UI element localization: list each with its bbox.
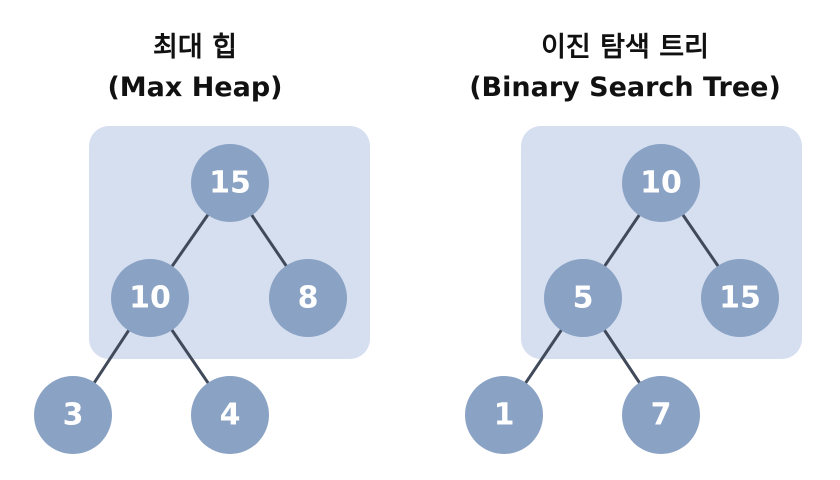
heap-node-circle: [191, 144, 269, 222]
heap-node-label: 3: [63, 398, 84, 433]
bst-node-label: 10: [640, 166, 682, 201]
bst-node-10: 10: [622, 144, 700, 222]
heap-node-10: 10: [111, 259, 189, 337]
heap-node-circle: [111, 259, 189, 337]
bst-node-15: 15: [701, 259, 779, 337]
heap-node-label: 4: [220, 398, 241, 433]
heap-node-label: 10: [129, 281, 171, 316]
heap-node-label: 8: [298, 281, 319, 316]
bst-node-circle: [622, 376, 700, 454]
bst-node-label: 7: [651, 398, 672, 433]
bst-node-label: 5: [573, 281, 594, 316]
heap-node-3: 3: [34, 376, 112, 454]
max-heap-tree: 15 10 8 3 4: [34, 126, 370, 454]
bst-node-circle: [622, 144, 700, 222]
bst-node-label: 1: [494, 398, 515, 433]
heap-nodes: 15 10 8 3 4: [34, 144, 347, 454]
heap-node-4: 4: [191, 376, 269, 454]
bst-nodes: 10 5 15 1 7: [465, 144, 779, 454]
bst-title: 이진 탐색 트리 (Binary Search Tree): [460, 28, 790, 108]
bst-node-circle: [544, 259, 622, 337]
bst-node-1: 1: [465, 376, 543, 454]
heap-node-8: 8: [269, 259, 347, 337]
heap-node-15: 15: [191, 144, 269, 222]
bst-node-7: 7: [622, 376, 700, 454]
bst-node-5: 5: [544, 259, 622, 337]
bst-title-korean: 이진 탐색 트리: [541, 32, 709, 63]
heap-title-korean: 최대 힙: [153, 32, 237, 63]
heap-node-circle: [34, 376, 112, 454]
heap-node-circle: [269, 259, 347, 337]
bst-node-circle: [701, 259, 779, 337]
binary-search-tree: 10 5 15 1 7: [465, 126, 802, 454]
heap-node-circle: [191, 376, 269, 454]
heap-title-english: (Max Heap): [107, 72, 283, 103]
bst-title-english: (Binary Search Tree): [469, 72, 781, 103]
heap-node-label: 15: [209, 166, 251, 201]
bst-node-label: 15: [719, 281, 761, 316]
bst-node-circle: [465, 376, 543, 454]
heap-title: 최대 힙 (Max Heap): [40, 28, 350, 108]
